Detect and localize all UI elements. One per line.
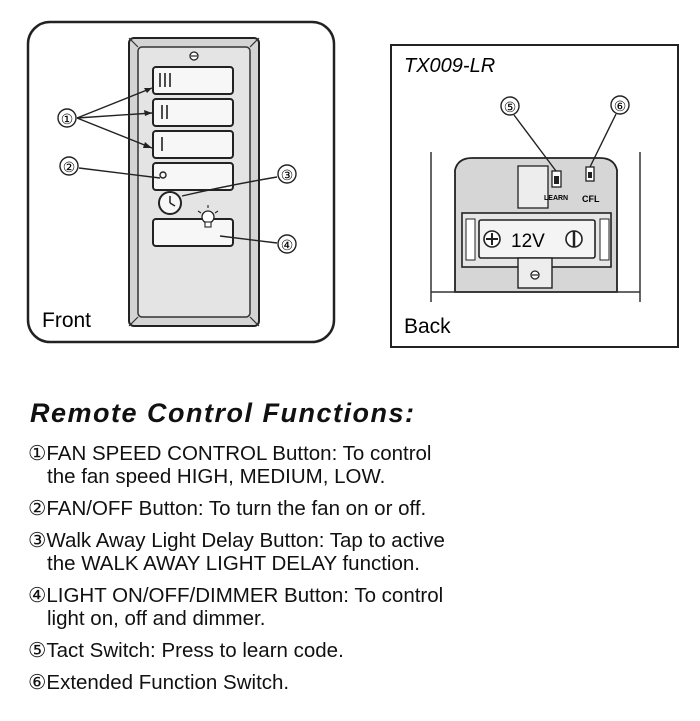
function-text-continued: the fan speed HIGH, MEDIUM, LOW. [47,465,386,488]
function-number: ③ [28,529,47,552]
function-number: ① [28,442,47,465]
function-item-3: ③Walk Away Light Delay Button: Tap to ac… [28,529,668,575]
function-text: Extended Function Switch. [46,671,290,694]
fan-off-button[interactable] [152,162,234,191]
callout-6 [589,95,630,168]
front-frame [26,20,336,344]
function-text-continued: light on, off and dimmer. [47,607,266,630]
back-view: TX009-LR LEARN CFL 12V [390,44,679,348]
function-number: ② [28,497,47,520]
battery-voltage: 12V [511,231,545,252]
functions-heading: Remote Control Functions: [30,398,416,428]
callout-1-num: ① [61,111,74,127]
light-button[interactable] [152,218,234,247]
screw-tab [517,257,553,289]
function-item-4: ④LIGHT ON/OFF/DIMMER Button: To control … [28,584,668,630]
callout-6-num: ⑥ [614,98,627,114]
function-item-2: ②FAN/OFF Button: To turn the fan on or o… [28,497,668,520]
cfl-switch[interactable] [585,166,595,182]
callout-3 [181,164,297,197]
callout-2-num: ② [63,159,76,175]
callout-5 [500,96,557,172]
function-text: Walk Away Light Delay Button: Tap to act… [46,529,445,552]
battery-minus-icon [565,230,583,248]
function-text: Tact Switch: Press to learn code. [46,639,344,662]
function-item-1: ①FAN SPEED CONTROL Button: To control th… [28,442,668,488]
back-frame [390,44,679,348]
function-number: ⑤ [28,639,47,662]
walk-away-delay-button[interactable] [158,191,182,215]
function-number: ⑥ [28,671,47,694]
function-item-5: ⑤Tact Switch: Press to learn code. [28,639,668,662]
clock-icon [169,196,176,207]
learn-tact-switch[interactable] [551,170,562,188]
callout-4-num: ④ [281,237,294,253]
callout-2 [59,156,161,179]
battery-plus-icon [483,230,501,248]
function-text: LIGHT ON/OFF/DIMMER Button: To control [46,584,444,607]
back-label: Back [404,315,451,338]
callout-1 [57,87,153,149]
callout-4 [219,234,297,254]
back-screw-icon [530,270,540,280]
remote-diagram: ① ② ③ ④ Front TX009-LR LEARN CFL [26,20,679,348]
screw-icon [189,51,199,61]
functions-list: ①FAN SPEED CONTROL Button: To control th… [28,442,668,703]
light-bulb-icon [197,205,219,228]
learn-label: LEARN [544,195,568,202]
front-label: Front [42,309,91,332]
front-view: ① ② ③ ④ Front [26,20,336,344]
model-label: TX009-LR [404,55,495,77]
function-text-continued: the WALK AWAY LIGHT DELAY function. [47,552,420,575]
callout-3-num: ③ [281,167,294,183]
function-number: ④ [28,584,47,607]
cfl-label: CFL [582,194,600,204]
fan-high-button[interactable] [152,66,234,95]
fan-medium-button[interactable] [152,98,234,127]
function-text: FAN SPEED CONTROL Button: To control [46,442,432,465]
function-text: FAN/OFF Button: To turn the fan on or of… [46,497,427,520]
function-item-6: ⑥Extended Function Switch. [28,671,668,694]
callout-5-num: ⑤ [504,99,517,115]
fan-low-button[interactable] [152,130,234,159]
